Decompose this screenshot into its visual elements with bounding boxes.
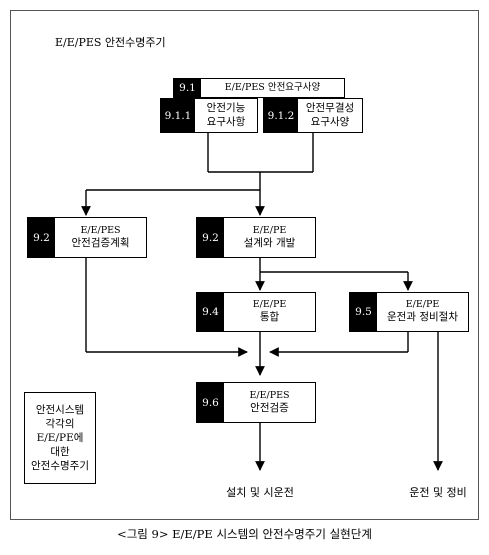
box-9-1-1-line2: 요구사항 [206,115,246,128]
box-9-1-2-line1: 안전무결성 [305,101,355,114]
diagram-title: E/E/PES 안전수명주기 [55,36,166,49]
tag-9-2-right: 9.2 [197,218,224,257]
figure-caption: <그림 9> E/E/PE 시스템의 안전수명주기 실현단계 [117,527,372,541]
tag-9-1-1: 9.1.1 [161,99,195,132]
box-9-1: 9.1 E/E/PES 안전요구사양 [173,78,345,98]
box-9-4-line1: E/E/PE [252,299,287,310]
box-9-2-left-line1: E/E/PES [80,224,121,236]
box-9-1-label: E/E/PES 안전요구사양 [224,81,321,93]
box-9-1-1-text: 안전기능 요구사항 [195,99,257,132]
output-operation: 운전 및 정비 [409,486,467,499]
box-9-1-1: 9.1.1 안전기능 요구사항 [160,98,258,133]
tag-9-6: 9.6 [197,383,224,422]
note-box: 안전시스템 각각의 E/E/PE에 대한 안전수명주기 [24,392,96,484]
box-9-4-integration: 9.4 E/E/PE 통합 [196,292,316,332]
tag-9-1-2: 9.1.2 [264,99,298,132]
box-9-5-operation: 9.5 E/E/PE 운전과 정비절차 [349,292,469,332]
tag-9-4: 9.4 [197,293,224,331]
note-line1: 안전시스템 [35,403,85,416]
box-9-5-line2: 운전과 정비절차 [387,311,458,324]
box-9-4-line2: 통합 [259,311,280,324]
box-9-5-line1: E/E/PE [405,299,440,310]
box-9-2-left-text: E/E/PES 안전검증계획 [55,218,146,257]
box-9-2-left-line2: 안전검증계획 [71,236,130,249]
box-9-2-design: 9.2 E/E/PE 설계와 개발 [196,217,316,258]
box-9-2-verification-plan: 9.2 E/E/PES 안전검증계획 [27,217,147,258]
box-9-4-text: E/E/PE 통합 [224,293,315,331]
box-9-5-text: E/E/PE 운전과 정비절차 [377,293,468,331]
note-line4: 대한 [50,446,70,459]
box-9-1-1-line1: 안전기능 [206,101,246,114]
note-line5: 안전수명주기 [31,460,89,473]
note-line3: E/E/PE에 [36,431,84,444]
box-9-2-right-line1: E/E/PE [252,224,287,236]
box-9-2-right-line2: 설계와 개발 [243,236,296,249]
tag-9-5: 9.5 [350,293,377,331]
box-9-6-line2: 안전검증 [250,401,289,414]
box-9-1-2-text: 안전무결성 요구사양 [298,99,362,132]
output-installation: 설치 및 시운전 [226,486,294,499]
box-9-6-text: E/E/PES 안전검증 [224,383,315,422]
box-9-1-2: 9.1.2 안전무결성 요구사양 [263,98,363,133]
box-9-6-line1: E/E/PES [249,389,290,401]
box-9-6-validation: 9.6 E/E/PES 안전검증 [196,382,316,423]
box-9-2-right-text: E/E/PE 설계와 개발 [224,218,315,257]
figure-frame [10,10,479,520]
box-9-1-2-line2: 요구사양 [310,115,350,128]
tag-9-2-left: 9.2 [28,218,55,257]
note-line2: 각각의 [45,417,75,430]
tag-9-1: 9.1 [174,79,201,97]
